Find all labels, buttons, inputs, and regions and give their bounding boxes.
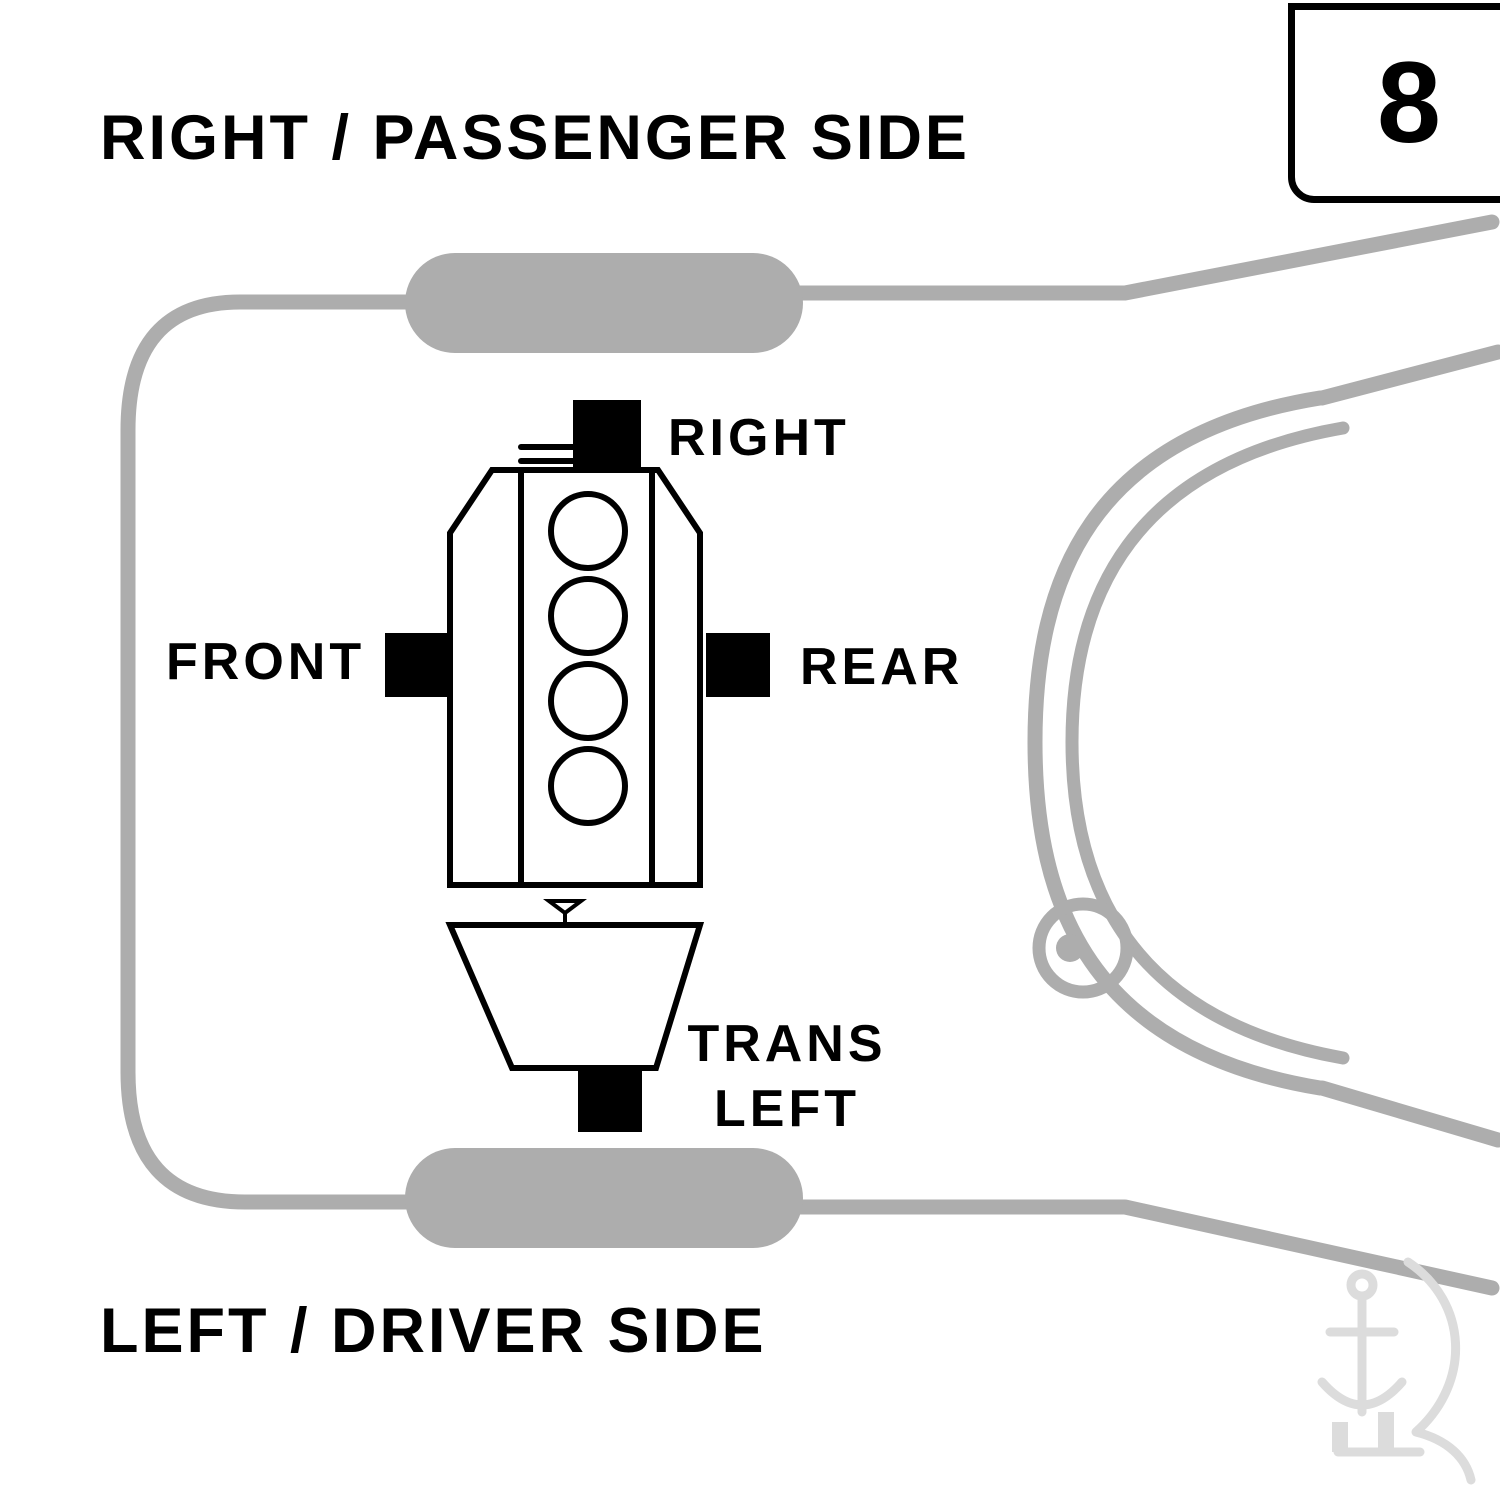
windshield-outer-edge	[1027, 390, 1328, 1096]
cylinder-1	[548, 491, 628, 571]
windshield-inner-edge	[1065, 421, 1350, 1065]
page-number-badge: 8	[1288, 3, 1500, 203]
roof-bottom-line	[1314, 1080, 1500, 1148]
bottom-side-label: LEFT / DRIVER SIDE	[100, 1296, 767, 1366]
trans-left-mount-label-line1: TRANS	[687, 1015, 887, 1073]
engine-mount-rear	[706, 633, 770, 697]
car-outline	[120, 214, 1500, 1296]
right-mount-label: RIGHT	[668, 409, 850, 467]
engine-assembly	[445, 444, 705, 1071]
car-front-outline	[120, 294, 528, 1210]
cylinder-2	[548, 576, 628, 656]
engine-mount-front	[385, 633, 449, 697]
trans-left-mount-label-line2: LEFT	[714, 1080, 860, 1138]
cap-dot	[1056, 934, 1084, 962]
roof-top-line	[1314, 344, 1500, 406]
cylinder-4	[548, 746, 628, 826]
watermark-logo	[1317, 1257, 1476, 1485]
page-number: 8	[1377, 38, 1441, 167]
rear-mount-label: REAR	[800, 638, 964, 696]
right-mount-pins	[518, 444, 578, 464]
car-top-body-line	[692, 214, 1500, 301]
transmission-funnel	[543, 899, 587, 924]
top-side-label: RIGHT / PASSENGER SIDE	[100, 103, 970, 173]
front-mount-label: FRONT	[166, 633, 366, 691]
tire-bottom	[405, 1148, 803, 1248]
trans-left-mount-label: TRANS LEFT	[662, 1012, 912, 1142]
cylinder-3	[548, 661, 628, 741]
engine-mount-trans-left	[578, 1068, 642, 1132]
engine-mount-right	[573, 400, 641, 468]
transmission-housing	[445, 922, 705, 1071]
tire-top	[405, 253, 803, 353]
cap-circle	[1032, 897, 1134, 999]
car-bottom-body-line	[692, 1199, 1500, 1296]
